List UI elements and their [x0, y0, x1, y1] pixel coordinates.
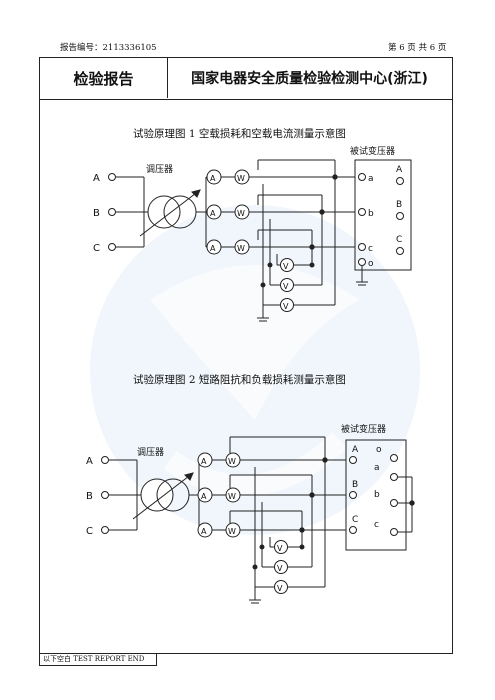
report-frame: 检验报告 国家电器安全质量检验检测中心(浙江) [39, 57, 453, 654]
fig2-voltmeter-2: V [277, 564, 283, 573]
report-type-title: 检验报告 [40, 58, 168, 98]
fig2-wattmeter-1: W [228, 457, 236, 466]
fig1-ammeter-2: A [210, 209, 216, 218]
institution-title: 国家电器安全质量检验检测中心(浙江) [191, 71, 428, 87]
fig2-lv-b: b [374, 490, 380, 500]
fig1-input-b-label: B [93, 208, 100, 219]
fig2-hv-c: C [352, 515, 358, 525]
fig2-lv-a: a [374, 463, 380, 473]
figure2-title: 试验原理图 2 短路阻抗和负载损耗测量示意图 [133, 374, 346, 386]
fig2-wattmeter-3: W [228, 527, 236, 536]
fig1-input-c-label: C [93, 243, 100, 254]
fig2-hv-b: B [352, 480, 358, 490]
fig2-ammeter-2: A [201, 492, 207, 501]
fig1-voltmeter-2: V [283, 282, 289, 291]
fig1-hv-b: B [396, 200, 402, 210]
fig1-ammeter-1: A [210, 174, 216, 183]
fig2-input-a-label: A [86, 456, 93, 467]
fig2-wattmeter-2: W [228, 492, 236, 501]
fig1-hv-a: A [396, 165, 403, 175]
fig1-ammeter-3: A [210, 244, 216, 253]
fig2-ammeter-3: A [201, 527, 207, 536]
fig1-voltmeter-3: V [283, 302, 289, 311]
fig2-voltmeter-1: V [277, 544, 283, 553]
report-header: 检验报告 国家电器安全质量检验检测中心(浙江) [40, 58, 452, 100]
fig1-wattmeter-2: W [237, 209, 245, 218]
fig1-regulator-label: 调压器 [146, 164, 173, 175]
report-end-note: 以下空白 TEST REPORT END [39, 654, 157, 666]
fig2-transformer-label: 被试变压器 [341, 423, 386, 435]
fig1-lv-c: c [368, 244, 373, 254]
fig1-transformer-label: 被试变压器 [350, 145, 395, 157]
fig2-ammeter-1: A [201, 457, 207, 466]
fig2-input-b-label: B [86, 491, 93, 502]
fig2-lv-o: o [376, 445, 382, 455]
fig1-wattmeter-1: W [237, 174, 245, 183]
fig2-regulator-label: 调压器 [137, 447, 164, 458]
fig2-hv-a: A [352, 445, 359, 455]
fig1-wattmeter-3: W [237, 244, 245, 253]
fig1-hv-c: C [396, 235, 402, 245]
fig1-lv-b: b [368, 209, 374, 219]
fig1-lv-a: a [368, 174, 374, 184]
report-number: 报告编号：2113336105 [60, 43, 157, 53]
fig2-input-c-label: C [86, 526, 93, 537]
fig1-voltmeter-1: V [283, 262, 289, 271]
fig1-input-a-label: A [93, 173, 100, 184]
fig2-lv-c: c [374, 520, 379, 530]
fig2-voltmeter-3: V [277, 584, 283, 593]
page-number: 第 6 页 共 6 页 [388, 43, 447, 53]
figure1-title: 试验原理图 1 空载损耗和空载电流测量示意图 [133, 128, 346, 140]
fig1-lv-o: o [368, 259, 374, 269]
figure1-diagram: A B C 调压器 A A A W W W [93, 145, 412, 322]
figure2-diagram: A B C 调压器 A A A W W W [86, 423, 415, 604]
